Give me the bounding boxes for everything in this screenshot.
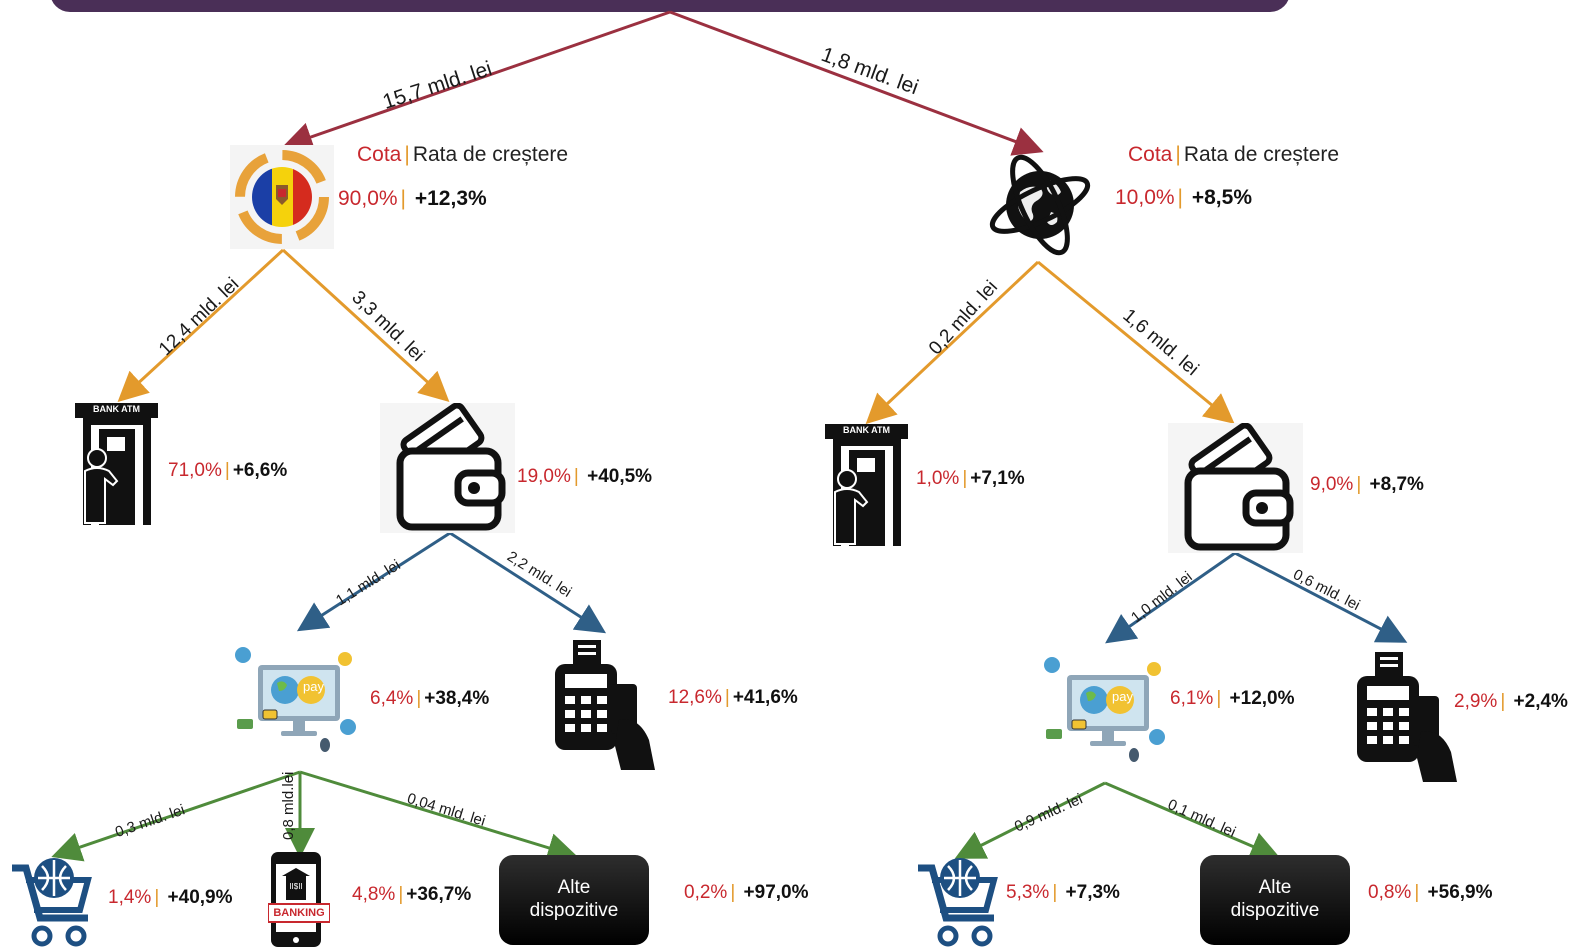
atm-label-right: BANK ATM: [843, 425, 890, 435]
stat-l-bank: 4,8%|+36,7%: [352, 884, 472, 905]
legend-header-right: Cota|Rata de creștere: [1128, 143, 1340, 166]
moldova-flag-icon: [230, 145, 334, 249]
legend-cota-right: Cota: [1128, 143, 1173, 166]
arrow-r-other: [1104, 781, 1281, 861]
bank-sign-label: II$II: [289, 882, 303, 891]
arrow-r-online: [1105, 551, 1236, 644]
arrow-l-online: [296, 531, 451, 632]
pos-terminal-icon-left: [555, 640, 655, 770]
stat-r-other: 0,8%| +56,9%: [1368, 882, 1493, 903]
legend-header-left: Cota|Rata de creștere: [357, 143, 569, 166]
edge-label-l-bank: 0,8 mld.lei: [280, 771, 297, 840]
pay-label-left: pay: [303, 679, 324, 694]
arrow-right-main: [669, 10, 1044, 156]
stat-l-other: 0,2%| +97,0%: [684, 882, 809, 903]
arrow-left-main: [282, 10, 671, 152]
arrow-l-pos: [449, 531, 607, 634]
atm-icon-right: BANK ATM: [825, 424, 908, 546]
online-payment-icon-left: pay: [233, 645, 358, 757]
header-banner: [50, 0, 1290, 12]
stat-r-shop: 5,3%| +7,3%: [1006, 882, 1120, 903]
shopping-cart-globe-icon-left: [12, 858, 92, 947]
legend-rata-right: Rata de creștere: [1183, 143, 1340, 166]
arrow-l-atm: [117, 248, 285, 403]
arrow-l-other: [299, 770, 578, 863]
stat-r-atm: 1,0%|+7,1%: [916, 468, 1025, 489]
online-payment-icon-right: pay: [1042, 655, 1167, 767]
stat-r-online: 6,1%| +12,0%: [1170, 688, 1295, 709]
banking-label: BANKING: [273, 907, 325, 919]
mobile-banking-icon: BANKING II$II: [267, 852, 331, 947]
atm-label: BANK ATM: [93, 404, 140, 414]
legend-cota: Cota: [357, 143, 402, 166]
stat-l-atm: 71,0%|+6,6%: [168, 460, 288, 481]
stat-r-card: 9,0%| +8,7%: [1310, 474, 1424, 495]
arrow-l-shop: [51, 770, 301, 862]
arrow-r-pos: [1234, 551, 1408, 643]
other-devices-line2-left: dispozitive: [529, 900, 619, 921]
globe-icon: [989, 154, 1091, 256]
arrow-l-card: [281, 248, 450, 403]
arrow-r-shop: [954, 781, 1106, 859]
other-devices-line1-right: Alte: [1258, 877, 1292, 899]
stat-foreign: 10,0%| +8,5%: [1115, 186, 1252, 209]
stat-r-pos: 2,9%| +2,4%: [1454, 691, 1568, 712]
stat-l-online: 6,4%|+38,4%: [370, 688, 490, 709]
other-devices-line2-right: dispozitive: [1230, 900, 1320, 921]
arrow-r-atm: [865, 260, 1040, 425]
shopping-cart-globe-icon-right: [918, 858, 998, 947]
atm-icon-left: BANK ATM: [75, 403, 158, 525]
wallet-card-icon-right: [1168, 423, 1303, 553]
stat-l-card: 19,0%| +40,5%: [517, 466, 653, 487]
stat-l-pos: 12,6%|+41,6%: [668, 687, 798, 708]
legend-rata: Rata de creștere: [412, 143, 569, 166]
arrow-r-card: [1037, 260, 1235, 424]
pay-label-right: pay: [1112, 689, 1133, 704]
wallet-card-icon-left: [380, 403, 515, 533]
stat-domestic: 90,0%| +12,3%: [338, 187, 487, 210]
other-devices-line1-left: Alte: [557, 877, 591, 899]
pos-terminal-icon-right: [1357, 652, 1457, 782]
stat-l-shop: 1,4%| +40,9%: [108, 887, 233, 908]
